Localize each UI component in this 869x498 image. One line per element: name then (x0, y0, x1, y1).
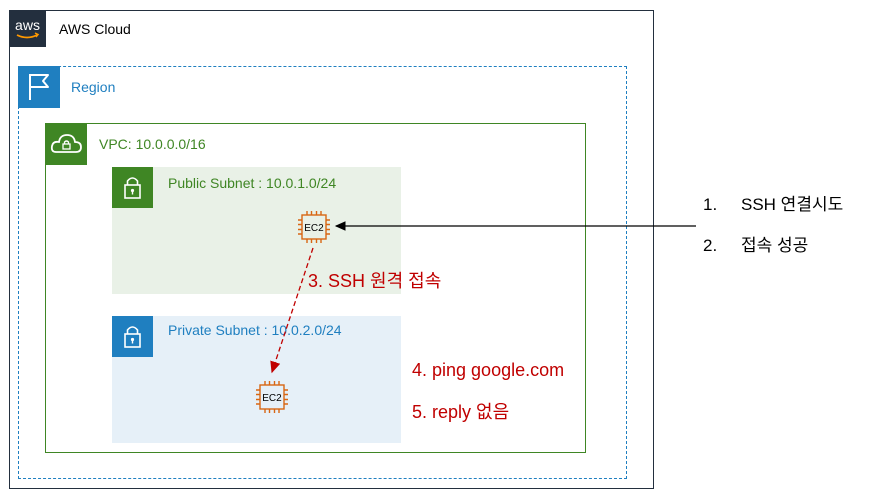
ec2-private-icon: EC2 (254, 379, 290, 415)
aws-cloud-group (9, 10, 654, 489)
step-item: 2. 접속 성공 (703, 231, 808, 256)
region-group (18, 66, 627, 479)
public-subnet-title: Public Subnet : 10.0.1.0/24 (168, 175, 337, 191)
private-subnet (112, 316, 401, 443)
ssh-remote-arrow (270, 247, 314, 374)
ec2-public-icon: EC2 (296, 209, 332, 245)
ec2-private-label: EC2 (262, 393, 282, 404)
ping-label: 4. ping google.com (412, 360, 565, 380)
step-number: 1. (703, 195, 718, 214)
flag-icon (18, 66, 60, 108)
step-item: 1. SSH 연결시도 (703, 190, 843, 215)
vpc-title: VPC: 10.0.0.0/16 (99, 136, 206, 152)
step-number: 2. (703, 236, 718, 255)
vpc-group (45, 123, 586, 453)
public-subnet (112, 167, 401, 294)
aws-cloud-title: AWS Cloud (59, 21, 131, 37)
private-subnet-title: Private Subnet : 10.0.2.0/24 (168, 322, 342, 338)
reply-label: 5. reply 없음 (412, 402, 510, 422)
public-lock-icon (112, 167, 153, 208)
step-text: 접속 성공 (741, 236, 809, 255)
region-title: Region (71, 79, 116, 95)
private-lock-icon (112, 316, 153, 357)
ssh-remote-label: 3. SSH 원격 접속 (308, 271, 442, 291)
vpc-cloud-icon (46, 124, 87, 165)
ec2-public-label: EC2 (304, 223, 324, 234)
step-text: SSH 연결시도 (741, 195, 844, 214)
aws-logo-icon: aws (9, 10, 46, 47)
aws-logo-text: aws (15, 17, 40, 33)
